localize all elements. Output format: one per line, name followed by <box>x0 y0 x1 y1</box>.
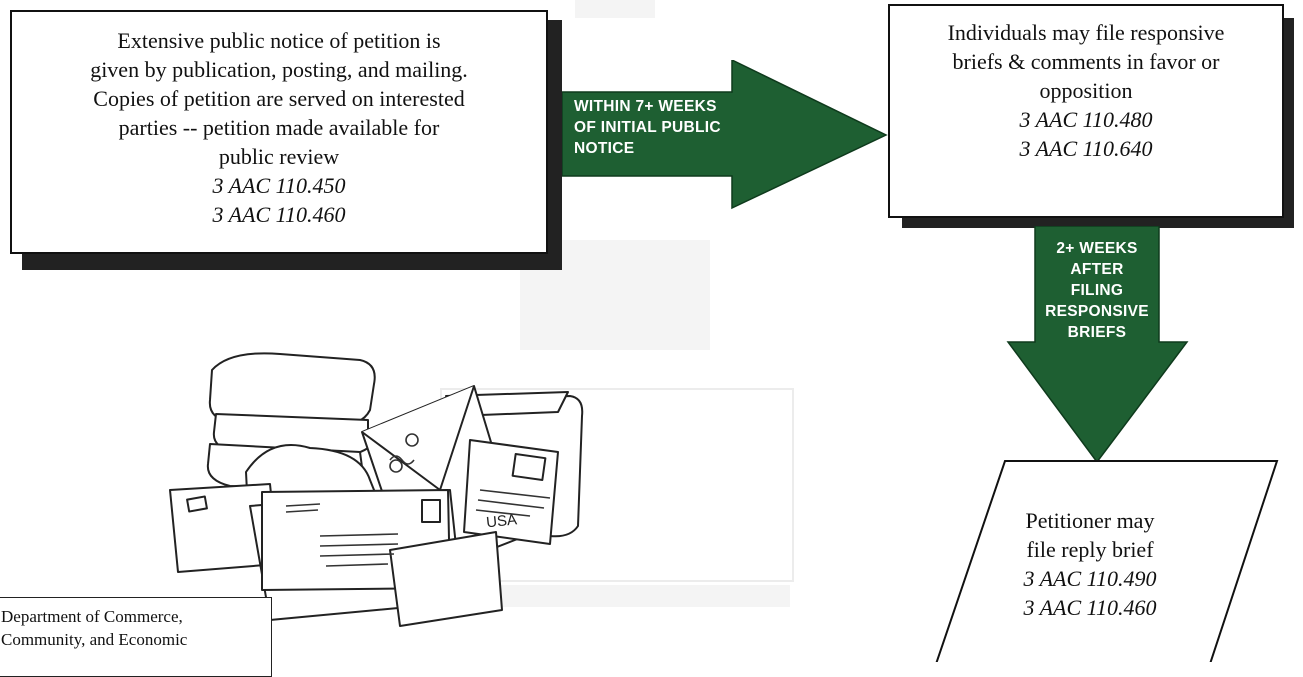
notice-box-text: Extensive public notice of petition is g… <box>12 26 546 229</box>
down-arrow-line: RESPONSIVE <box>1045 303 1149 320</box>
briefs-box-text: Individuals may file responsive briefs &… <box>890 18 1282 163</box>
briefs-citation: 3 AAC 110.480 <box>1019 107 1153 132</box>
footer-box: Department of Commerce, Community, and E… <box>0 597 272 677</box>
down-arrow-line: 2+ WEEKS <box>1056 240 1138 257</box>
briefs-line: Individuals may file responsive <box>947 20 1225 45</box>
reply-line: file reply brief <box>1026 537 1154 562</box>
notice-line: public review <box>218 144 340 169</box>
ghost-artifact <box>575 0 655 18</box>
stamp-text: USA <box>485 511 517 531</box>
down-arrow-line: BRIEFS <box>1067 324 1127 341</box>
reply-parallelogram <box>935 460 1279 662</box>
mail-pile-icon: USA <box>169 352 584 627</box>
notice-line: Copies of petition are served on interes… <box>93 86 465 111</box>
right-arrow-line: OF INITIAL PUBLIC <box>574 119 721 136</box>
ghost-artifact <box>440 585 790 607</box>
down-arrow-line: FILING <box>1070 282 1124 299</box>
footer-line: Community, and Economic <box>1 630 188 649</box>
reply-citation: 3 AAC 110.460 <box>1023 595 1157 620</box>
briefs-citation: 3 AAC 110.640 <box>1019 136 1153 161</box>
down-arrow-line: AFTER <box>1070 261 1124 278</box>
right-arrow-icon <box>562 60 888 210</box>
briefs-line: briefs & comments in favor or <box>952 49 1220 74</box>
reply-line: Petitioner may <box>1025 508 1155 533</box>
notice-citation: 3 AAC 110.460 <box>212 202 346 227</box>
right-arrow-line: WITHIN 7+ WEEKS <box>574 98 717 115</box>
notice-box: Extensive public notice of petition is g… <box>10 10 548 254</box>
footer-line: Department of Commerce, <box>1 607 183 626</box>
notice-line: parties -- petition made available for <box>118 115 440 140</box>
right-arrow-label: WITHIN 7+ WEEKS OF INITIAL PUBLIC NOTICE <box>574 96 721 159</box>
briefs-box: Individuals may file responsive briefs &… <box>888 4 1284 218</box>
reply-citation: 3 AAC 110.490 <box>1023 566 1157 591</box>
reply-text: Petitioner may file reply brief 3 AAC 11… <box>955 506 1225 622</box>
footer-text: Department of Commerce, Community, and E… <box>1 605 187 651</box>
right-arrow-line: NOTICE <box>574 140 635 157</box>
notice-line: given by publication, posting, and maili… <box>90 57 468 82</box>
notice-citation: 3 AAC 110.450 <box>212 173 346 198</box>
down-arrow-label: 2+ WEEKS AFTER FILING RESPONSIVE BRIEFS <box>1035 238 1159 343</box>
down-arrow-icon <box>1006 226 1189 464</box>
notice-line: Extensive public notice of petition is <box>117 28 441 53</box>
briefs-line: opposition <box>1039 78 1133 103</box>
